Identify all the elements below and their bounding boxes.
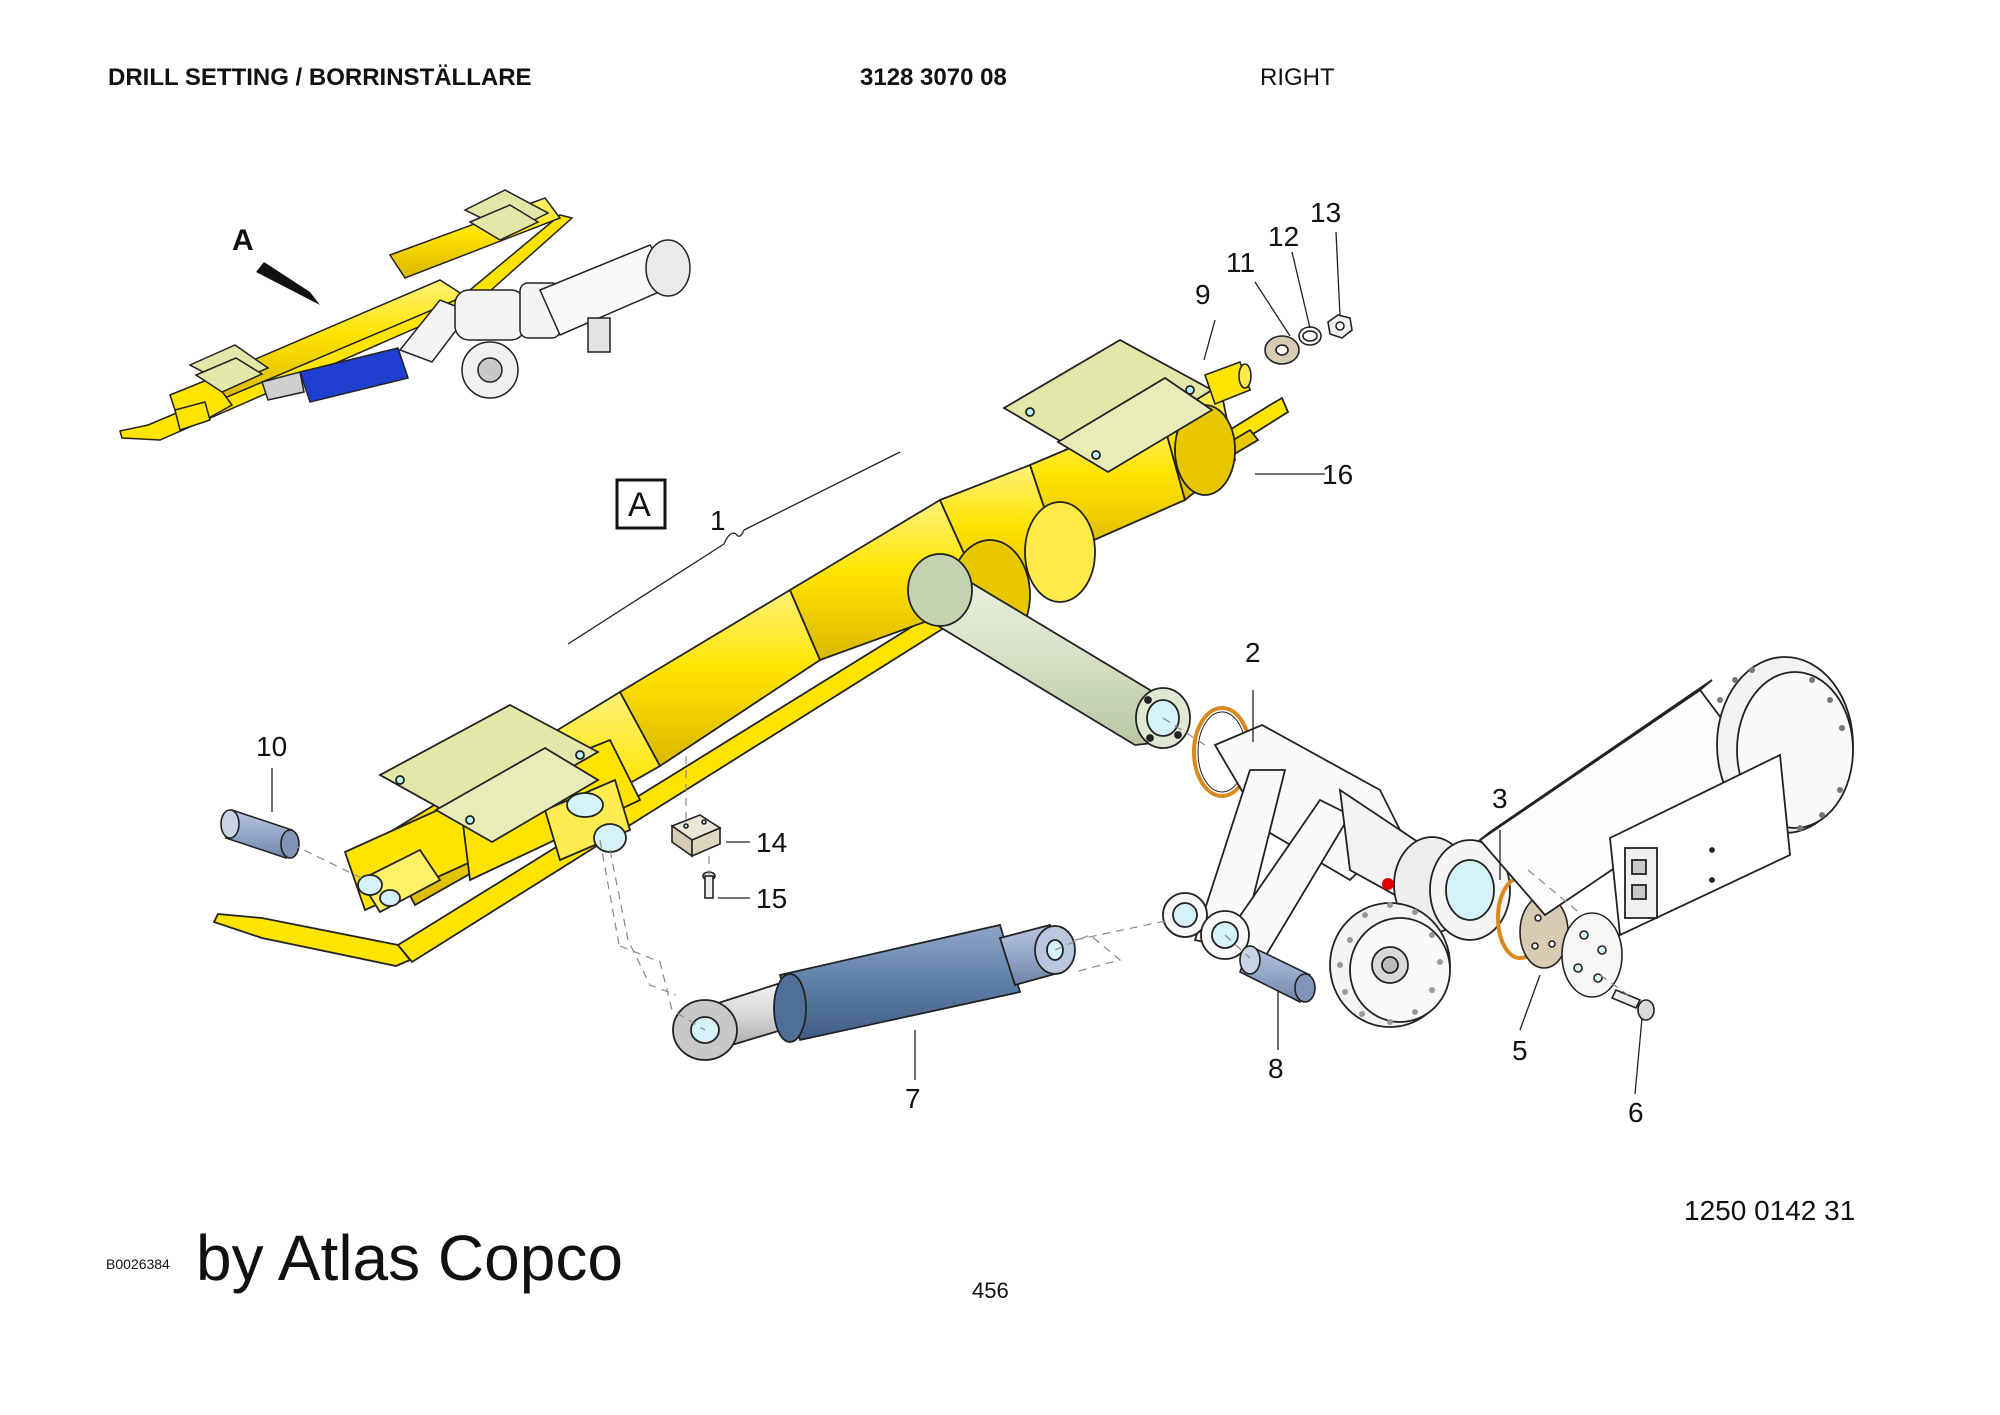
callout-11: 11 [1226, 247, 1255, 278]
overview-mount-pads [188, 189, 550, 393]
footer-page-number: 456 [972, 1278, 1009, 1303]
callout-7: 7 [905, 1083, 921, 1114]
overview-white-arm [398, 282, 561, 363]
shaft-end-item-9 [1203, 360, 1252, 406]
washer-item-11 [1264, 335, 1300, 365]
callout-13: 13 [1310, 197, 1341, 228]
overview-blue-cylinder [261, 347, 409, 403]
cover-plate [1561, 912, 1623, 998]
overview-feed-housing [461, 239, 691, 399]
header-title: DRILL SETTING / BORRINSTÄLLARE [108, 64, 532, 91]
pin-item-8 [1238, 944, 1316, 1004]
callout-10: 10 [256, 731, 287, 762]
overview-view-arrow [256, 262, 320, 305]
pin-item-10 [220, 808, 300, 860]
callout-14: 14 [756, 827, 787, 858]
header-part-number: 3128 3070 08 [860, 64, 1007, 91]
callout-15: 15 [756, 883, 787, 914]
detail-view-label: A [628, 486, 651, 524]
callout-5: 5 [1512, 1035, 1528, 1066]
main-mount-pads [378, 338, 1214, 844]
callout-9: 9 [1195, 279, 1211, 310]
assembly-dashed-lines [291, 717, 1629, 1031]
block-item-14 [670, 814, 722, 858]
footer-brand: by Atlas Copco [196, 1222, 623, 1294]
callout-16: 16 [1322, 459, 1353, 490]
motor-housing [1478, 656, 1854, 937]
detail-view-box [615, 478, 667, 530]
nut-item-13 [1327, 314, 1353, 339]
callout-12: 12 [1268, 221, 1299, 252]
callout-3: 3 [1492, 783, 1508, 814]
cylinder-item-7 [672, 923, 1076, 1061]
cross-shaft [907, 553, 1191, 749]
washer-item-12 [1298, 326, 1322, 346]
plate-item-5 [1519, 895, 1569, 969]
callout-6: 6 [1628, 1097, 1644, 1128]
footer-drawing-code: B0026384 [106, 1256, 170, 1272]
header-side: RIGHT [1260, 64, 1335, 91]
bracket-housing [1162, 724, 1511, 964]
callout-2: 2 [1245, 637, 1261, 668]
rotation-flange [1329, 902, 1451, 1028]
main-boom [343, 383, 1236, 914]
overview-assembly: A [119, 189, 691, 441]
callout-8: 8 [1268, 1053, 1284, 1084]
view-arrow-label: A [232, 224, 254, 257]
bolt-item-6 [1610, 988, 1655, 1021]
leader-lines [271, 231, 1643, 1095]
callout-1: 1 [710, 505, 726, 536]
footer-reference-number: 1250 0142 31 [1684, 1195, 1856, 1226]
